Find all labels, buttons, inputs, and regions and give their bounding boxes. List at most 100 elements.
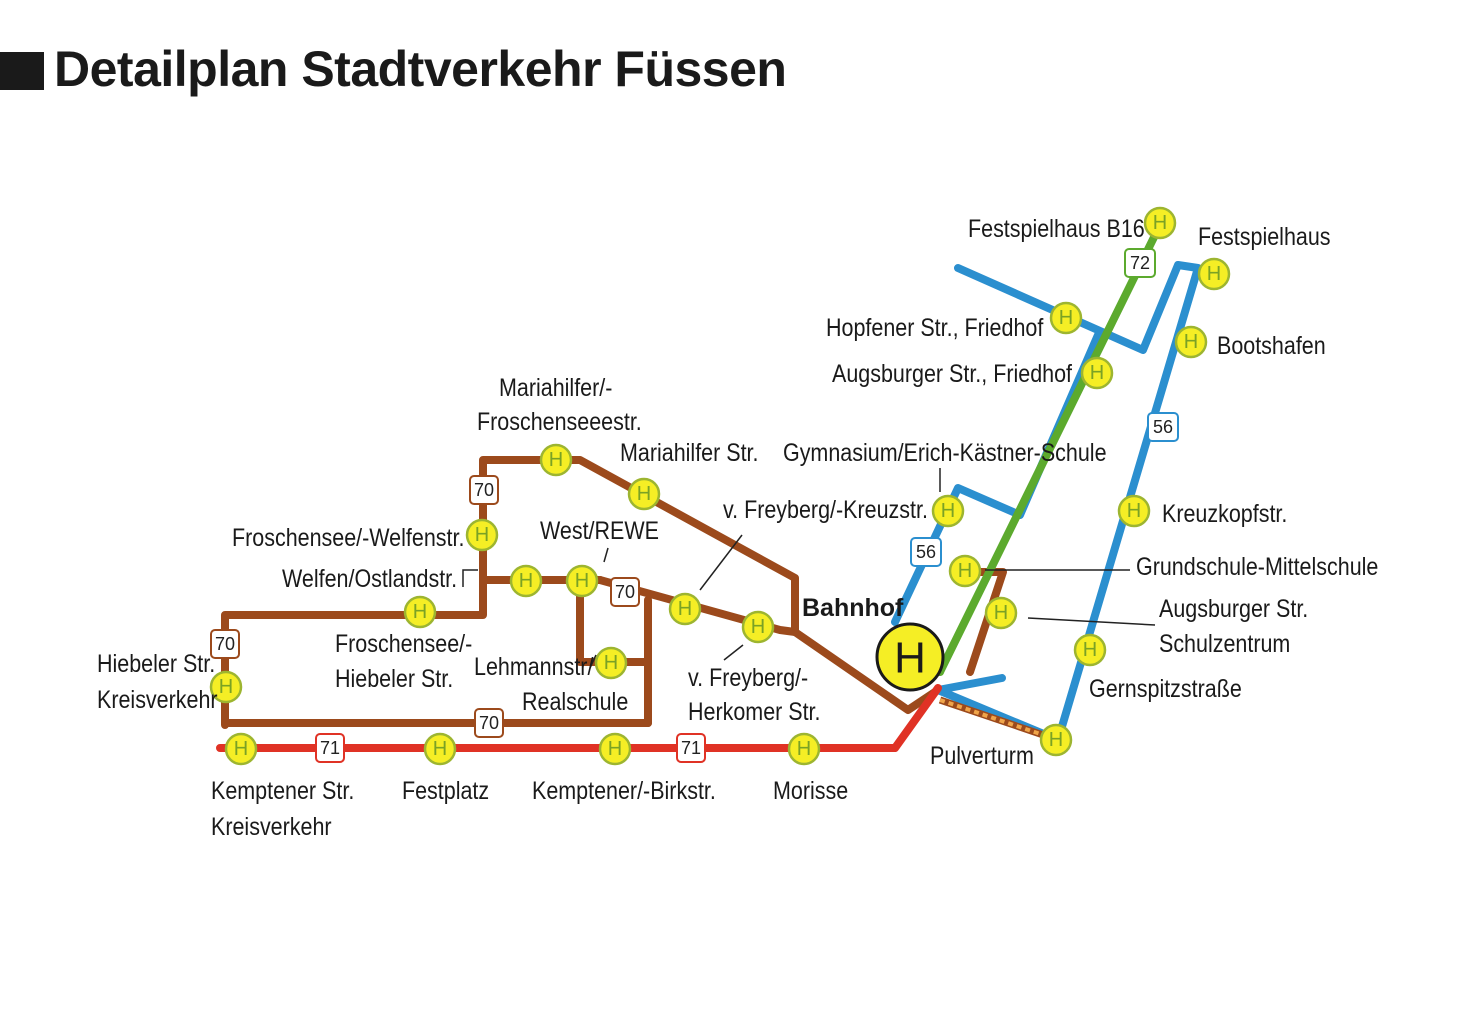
label-augsburger-schul-1: Augsburger Str.	[1159, 594, 1308, 622]
stop-festspielhaus[interactable]: H	[1197, 257, 1231, 291]
svg-text:H: H	[1049, 729, 1063, 751]
label-mariahilfer-str: Mariahilfer Str.	[620, 438, 758, 466]
stop-hiebeler-kreis[interactable]: H	[209, 670, 243, 704]
label-grundschule: Grundschule-Mittelschule	[1136, 552, 1378, 580]
stop-mariahilfer-froschensee[interactable]: H	[539, 443, 573, 477]
label-kemptener-kreis-2: Kreisverkehr	[211, 812, 332, 840]
svg-text:H: H	[1127, 500, 1141, 522]
stop-kreuzkopf[interactable]: H	[1117, 494, 1151, 528]
stop-hopfener[interactable]: H	[1049, 301, 1083, 335]
title-marker-block	[0, 52, 44, 90]
svg-text:H: H	[413, 601, 427, 623]
svg-text:H: H	[1153, 212, 1167, 234]
badge-72: 72	[1124, 248, 1156, 278]
svg-text:56: 56	[1153, 417, 1173, 437]
svg-text:H: H	[1090, 362, 1104, 384]
label-bootshafen: Bootshafen	[1217, 331, 1326, 359]
label-gymnasium: Gymnasium/Erich-Kästner-Schule	[783, 438, 1107, 466]
svg-text:H: H	[475, 524, 489, 546]
label-augsburger-schul-2: Schulzentrum	[1159, 629, 1290, 657]
leader-lines	[462, 468, 1156, 669]
label-festspielhaus: Festspielhaus	[1198, 222, 1331, 250]
stop-froschensee-welfen[interactable]: H	[465, 518, 499, 552]
svg-text:H: H	[994, 602, 1008, 624]
label-west-rewe: West/REWE	[540, 516, 659, 544]
svg-text:70: 70	[479, 713, 499, 733]
page-title: Detailplan Stadtverkehr Füssen	[54, 41, 787, 97]
svg-text:H: H	[894, 634, 926, 683]
stop-augsburger-friedhof[interactable]: H	[1080, 356, 1114, 390]
svg-text:H: H	[433, 738, 447, 760]
stop-festplatz[interactable]: H	[423, 732, 457, 766]
badge-56-left: 56	[910, 537, 942, 567]
stop-freyberg-kreuz[interactable]: H	[668, 592, 702, 626]
stop-kemptener-kreis[interactable]: H	[224, 732, 258, 766]
svg-text:H: H	[608, 738, 622, 760]
label-hiebeler-kreis-1: Hiebeler Str.	[97, 649, 215, 677]
stop-festspielhaus-b16[interactable]: H	[1143, 206, 1177, 240]
svg-text:H: H	[549, 449, 563, 471]
stop-gymnasium[interactable]: H	[931, 494, 965, 528]
bahnhof-label: Bahnhof	[802, 594, 904, 622]
label-froschensee-hiebeler-2: Hiebeler Str.	[335, 664, 453, 692]
svg-text:H: H	[1207, 263, 1221, 285]
label-festplatz: Festplatz	[402, 776, 489, 804]
stop-welfen-ostland[interactable]: H	[509, 564, 543, 598]
label-freyberg-kreuz: v. Freyberg/-Kreuzstr.	[723, 495, 928, 523]
badge-56-right: 56	[1147, 412, 1179, 442]
stop-grundschule[interactable]: H	[948, 554, 982, 588]
svg-text:H: H	[958, 560, 972, 582]
stop-lehmannstr[interactable]: H	[594, 646, 628, 680]
badge-71-right: 71	[676, 733, 706, 763]
badge-70-left: 70	[210, 629, 240, 659]
bahnhof-hub-stop[interactable]: H	[875, 622, 945, 692]
label-morisse: Morisse	[773, 776, 848, 804]
label-hopfener: Hopfener Str., Friedhof	[826, 313, 1044, 341]
label-kemptener-birk: Kemptener/-Birkstr.	[532, 776, 716, 804]
label-pulverturm: Pulverturm	[930, 741, 1034, 769]
stop-kemptener-birk[interactable]: H	[598, 732, 632, 766]
svg-text:71: 71	[681, 738, 701, 758]
svg-text:H: H	[219, 676, 233, 698]
label-froschensee-welfen: Froschensee/-Welfenstr.	[232, 523, 464, 551]
stop-mariahilfer-str[interactable]: H	[627, 477, 661, 511]
svg-text:70: 70	[615, 582, 635, 602]
svg-text:H: H	[575, 570, 589, 592]
stop-west-rewe[interactable]: H	[565, 564, 599, 598]
svg-text:H: H	[797, 738, 811, 760]
stop-pulverturm[interactable]: H	[1039, 723, 1073, 757]
stop-bootshafen[interactable]: H	[1174, 325, 1208, 359]
svg-text:H: H	[751, 616, 765, 638]
stop-gernspitz[interactable]: H	[1073, 633, 1107, 667]
stop-augsburger-schulzentrum[interactable]: H	[984, 596, 1018, 630]
stop-labels: Festspielhaus B16 Festspielhaus Hopfener…	[97, 214, 1378, 840]
badge-70-bottom: 70	[474, 708, 504, 738]
stop-morisse[interactable]: H	[787, 732, 821, 766]
svg-text:H: H	[637, 483, 651, 505]
svg-text:H: H	[941, 500, 955, 522]
label-mariahilfer-froschensee-2: Froschenseeestr.	[477, 407, 642, 435]
svg-text:H: H	[678, 598, 692, 620]
badge-70-west: 70	[610, 577, 640, 607]
svg-text:70: 70	[474, 480, 494, 500]
label-hiebeler-kreis-2: Kreisverkehr	[97, 685, 218, 713]
label-freyberg-herkomer-1: v. Freyberg/-	[688, 663, 808, 691]
label-froschensee-hiebeler-1: Froschensee/-	[335, 629, 472, 657]
label-augsburger-friedhof: Augsburger Str., Friedhof	[832, 359, 1072, 387]
svg-text:H: H	[1059, 307, 1073, 329]
svg-text:71: 71	[320, 738, 340, 758]
svg-text:70: 70	[215, 634, 235, 654]
label-festspielhaus-b16: Festspielhaus B16	[968, 214, 1145, 242]
label-lehmann-1: Lehmannstr/	[474, 652, 594, 680]
badge-71-left: 71	[315, 733, 345, 763]
svg-text:72: 72	[1130, 253, 1150, 273]
svg-text:H: H	[1184, 331, 1198, 353]
label-gernspitz: Gernspitzstraße	[1089, 674, 1242, 702]
svg-text:56: 56	[916, 542, 936, 562]
stop-freyberg-herkomer[interactable]: H	[741, 610, 775, 644]
svg-text:H: H	[519, 570, 533, 592]
stop-froschensee-hiebeler[interactable]: H	[403, 595, 437, 629]
label-freyberg-herkomer-2: Herkomer Str.	[688, 697, 821, 725]
badge-70-top: 70	[469, 475, 499, 505]
